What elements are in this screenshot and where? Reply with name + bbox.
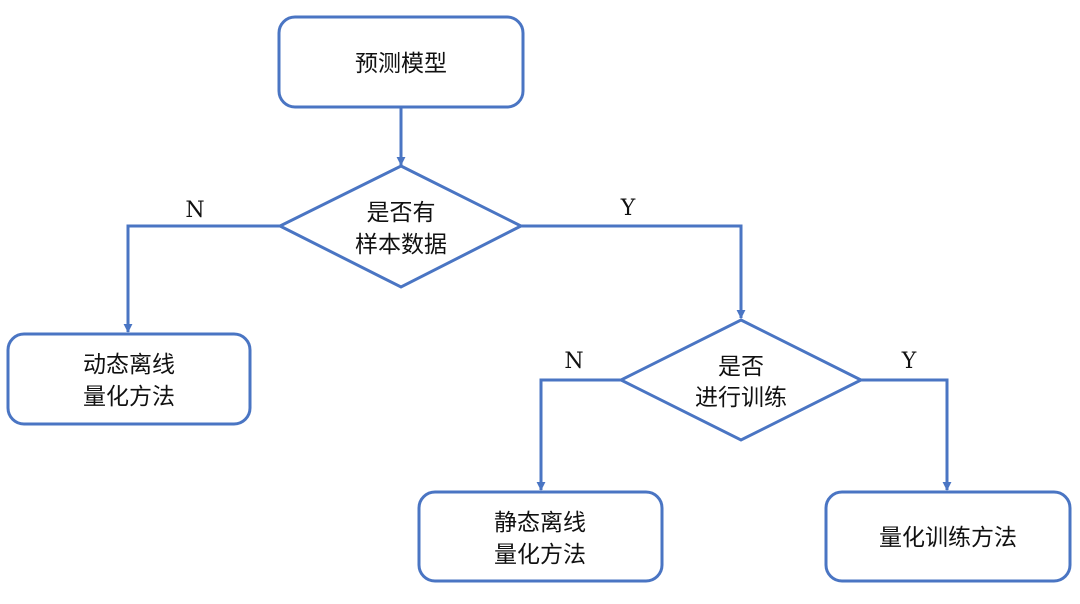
node-dynamic-offline-label-line1: 动态离线 [83, 352, 175, 378]
edge-label-training-yes: Y [901, 349, 917, 374]
edge-training-no-to-static-offline [536, 378, 621, 491]
node-quant-training-box [824, 490, 1072, 583]
node-has-sample-data-decision: 是否有 样本数据 [276, 164, 525, 289]
edge-label-sample-yes: Y [620, 196, 636, 221]
edge-sample-no-to-dynamic-offline [123, 224, 280, 333]
node-has-sample-data-label-line2: 样本数据 [355, 232, 447, 258]
node-dynamic-offline-label-line2: 量化方法 [83, 384, 175, 410]
node-quant-training-label: 量化训练方法 [879, 525, 1017, 551]
node-quant-training-method: 量化训练方法 [824, 490, 1072, 583]
node-dynamic-offline-method: 动态离线 量化方法 [6, 332, 252, 426]
node-has-sample-data-label-line1: 是否有 [367, 200, 436, 226]
node-static-offline-method: 静态离线 量化方法 [417, 490, 664, 583]
edges [123, 107, 952, 491]
edge-sample-yes-to-training-decision [521, 224, 746, 319]
node-do-training-diamond [617, 318, 865, 442]
edge-training-yes-to-quant-training [861, 378, 952, 491]
node-dynamic-offline-box [6, 332, 252, 426]
node-static-offline-box [417, 490, 664, 583]
node-do-training-label-line1: 是否 [718, 354, 764, 380]
edge-label-training-no: N [564, 349, 583, 374]
node-predict-model-box [277, 15, 525, 109]
node-static-offline-label-line2: 量化方法 [494, 542, 586, 568]
node-predict-model-label: 预测模型 [355, 51, 447, 77]
node-do-training-label-line2: 进行训练 [695, 385, 787, 411]
node-static-offline-label-line1: 静态离线 [494, 510, 586, 536]
node-has-sample-data-diamond [276, 164, 525, 289]
node-do-training-decision: 是否 进行训练 [617, 318, 865, 442]
node-predict-model: 预测模型 [277, 15, 525, 109]
edge-label-sample-no: N [185, 198, 204, 223]
